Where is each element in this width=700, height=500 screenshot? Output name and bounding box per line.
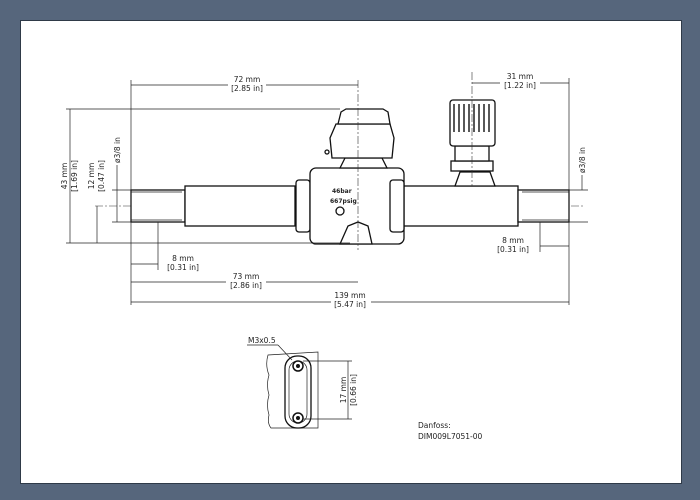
dimension-pipe-left: ø3/8 in (112, 137, 131, 223)
dimension-72mm: 72 mm [2.85 in] (130, 74, 358, 305)
drawing-sheet (20, 20, 682, 484)
service-port (449, 72, 496, 187)
dimension-43mm: 43 mm [1.69 in] (60, 108, 350, 244)
dimension-label: [0.66 in] (349, 374, 358, 406)
dimension-12mm: 12 mm [0.47 in] (87, 160, 106, 243)
dimension-139mm: 139 mm [5.47 in] (131, 291, 569, 311)
dimension-label: [1.22 in] (504, 81, 536, 90)
dimension-8mm-left: 8 mm [0.31 in] (131, 222, 199, 272)
dimension-73mm: 73 mm [2.86 in] (131, 271, 358, 291)
pressure-psig-marking: 667psig (330, 198, 357, 205)
dimension-label: 8 mm (172, 254, 194, 263)
dimension-label: [0.31 in] (167, 263, 199, 272)
dimension-8mm-right: 8 mm [0.31 in] (497, 222, 569, 254)
dimension-label: 139 mm (334, 291, 365, 300)
dimension-label: 43 mm (60, 163, 69, 190)
dimension-label: 8 mm (502, 236, 524, 245)
dimension-label: [2.85 in] (231, 84, 263, 93)
company-label: Danfoss: (418, 421, 451, 430)
mounting-detail: M3x0.5 17 mm [0.66 in] (247, 336, 358, 429)
ul-logo-icon (335, 206, 345, 216)
thread-label: M3x0.5 (248, 336, 276, 345)
valve-body: 46bar 667psig (295, 167, 405, 245)
left-pipe (130, 185, 296, 227)
dimension-label: [0.31 in] (497, 245, 529, 254)
dimension-label: [0.47 in] (97, 160, 106, 192)
dimension-31mm: 31 mm [1.22 in] (472, 72, 570, 305)
dimension-pipe-right: ø3/8 in (569, 147, 588, 223)
dimension-label: 73 mm (233, 272, 260, 281)
drawing-number: DIM009L7051-00 (418, 432, 483, 441)
dimension-label: 12 mm (87, 163, 96, 190)
dimension-label: 31 mm (507, 72, 534, 81)
right-pipe (402, 185, 570, 227)
dimension-label: [1.69 in] (70, 160, 79, 192)
dimension-label: 17 mm (339, 377, 348, 404)
dimension-label: ø3/8 in (578, 147, 587, 173)
dimension-label: 72 mm (234, 75, 261, 84)
dimension-label: ø3/8 in (113, 137, 122, 163)
dimension-label: [2.86 in] (230, 281, 262, 290)
dimension-label: [5.47 in] (334, 300, 366, 309)
pressure-bar-marking: 46bar (332, 188, 352, 195)
flare-nut (324, 108, 395, 169)
